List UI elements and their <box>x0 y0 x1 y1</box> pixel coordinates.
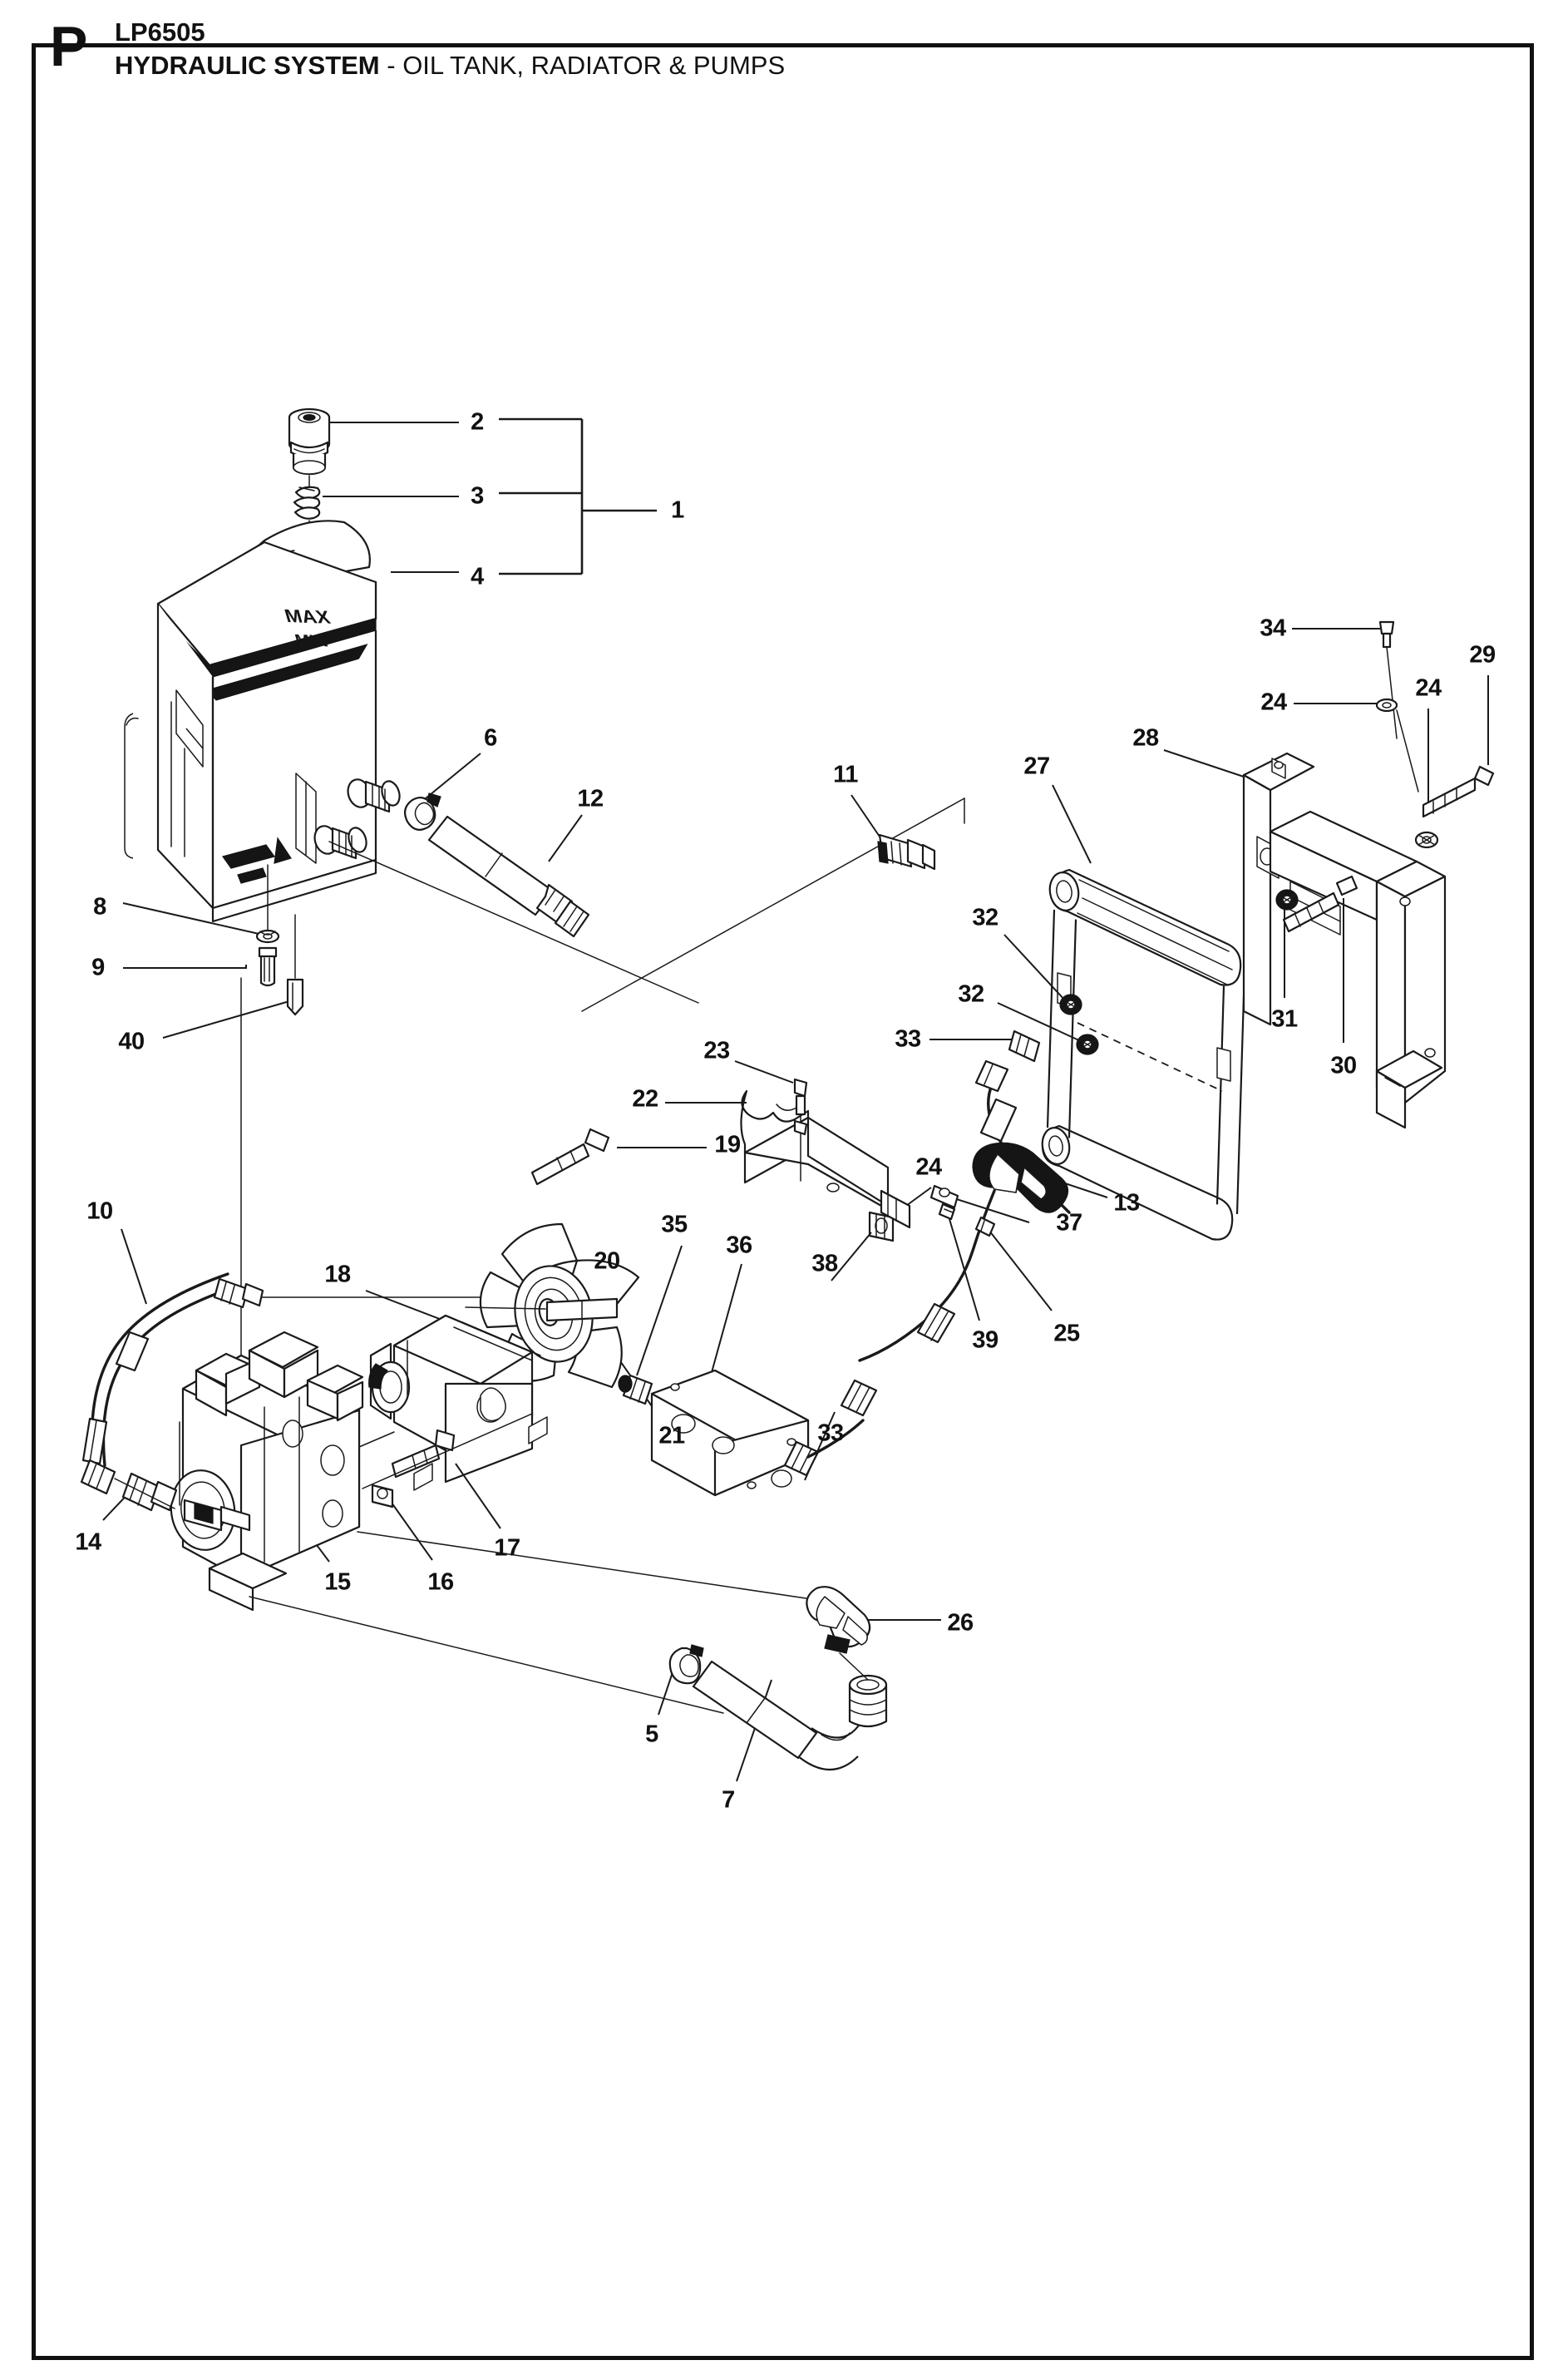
callout-36: 36 <box>726 1232 752 1259</box>
page-title: HYDRAULIC SYSTEM - OIL TANK, RADIATOR & … <box>115 50 785 81</box>
callout-21: 21 <box>658 1422 685 1449</box>
page-title-sub: - OIL TANK, RADIATOR & PUMPS <box>379 51 786 80</box>
callout-22: 22 <box>632 1085 658 1113</box>
page-border <box>32 43 1534 2360</box>
page-title-main: HYDRAULIC SYSTEM <box>115 51 380 80</box>
callout-26: 26 <box>947 1609 974 1637</box>
callout-20: 20 <box>594 1247 620 1275</box>
callout-8: 8 <box>93 893 106 921</box>
callout-4: 4 <box>471 563 484 590</box>
callout-16: 16 <box>427 1568 454 1596</box>
callout-15: 15 <box>324 1568 351 1596</box>
callout-17: 17 <box>494 1534 520 1562</box>
callout-33-upper: 33 <box>895 1025 921 1053</box>
callout-9: 9 <box>91 954 105 981</box>
callout-30: 30 <box>1330 1052 1357 1079</box>
section-letter: P <box>50 15 87 78</box>
callout-6: 6 <box>484 724 497 752</box>
callout-3: 3 <box>471 482 484 510</box>
callout-40: 40 <box>118 1028 145 1055</box>
callout-32-lower: 32 <box>958 980 984 1008</box>
callout-5: 5 <box>645 1721 658 1748</box>
callout-19: 19 <box>714 1131 741 1158</box>
callout-32-upper: 32 <box>972 904 998 931</box>
callout-13: 13 <box>1113 1189 1140 1217</box>
callout-37: 37 <box>1056 1209 1082 1237</box>
callout-12: 12 <box>577 785 604 812</box>
callout-2: 2 <box>471 408 484 436</box>
page-header: P LP6505 HYDRAULIC SYSTEM - OIL TANK, RA… <box>50 18 1380 110</box>
callout-18: 18 <box>324 1261 351 1288</box>
callout-24-right: 24 <box>1415 674 1442 702</box>
callout-28: 28 <box>1132 724 1159 752</box>
callout-24-mid: 24 <box>915 1153 942 1181</box>
callout-23: 23 <box>703 1037 730 1064</box>
callout-33-lower: 33 <box>817 1420 844 1447</box>
model-code: LP6505 <box>115 17 205 47</box>
callout-1: 1 <box>671 496 684 524</box>
callout-31: 31 <box>1271 1005 1298 1033</box>
callout-24-left: 24 <box>1260 689 1287 716</box>
callout-35: 35 <box>661 1211 688 1238</box>
callout-39: 39 <box>972 1326 998 1354</box>
callout-11: 11 <box>833 761 858 788</box>
callout-34: 34 <box>1260 615 1286 642</box>
callout-29: 29 <box>1469 641 1496 669</box>
callout-14: 14 <box>75 1528 101 1556</box>
callout-10: 10 <box>86 1197 113 1225</box>
callout-7: 7 <box>722 1786 735 1814</box>
callout-27: 27 <box>1023 753 1050 780</box>
callout-38: 38 <box>811 1250 838 1277</box>
callout-25: 25 <box>1053 1320 1080 1347</box>
